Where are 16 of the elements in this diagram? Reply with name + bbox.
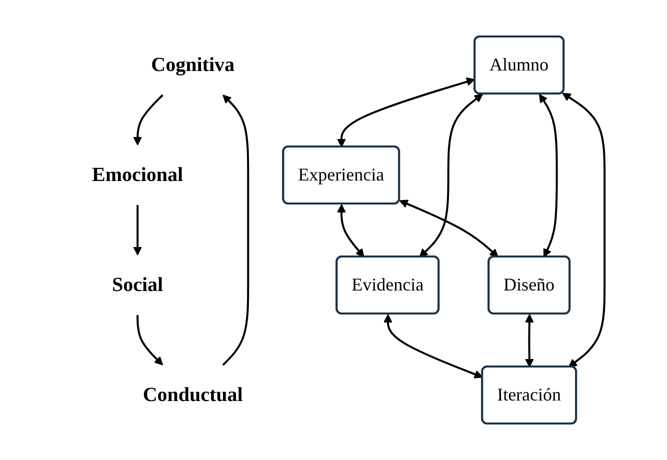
arrow: [222, 94, 250, 366]
arrow: [400, 200, 499, 258]
arrow: [539, 94, 558, 258]
node-text: Cognitiva: [151, 54, 235, 76]
arrow: [419, 94, 484, 258]
node-text: Emocional: [92, 164, 184, 186]
arrow: [136, 315, 164, 366]
arrow: [337, 77, 476, 148]
arrow: [525, 314, 534, 368]
arrow: [384, 314, 484, 378]
arrow: [133, 205, 142, 256]
node-text: Conductual: [143, 384, 244, 406]
arrow: [337, 204, 365, 258]
node-text: Social: [112, 274, 164, 296]
arrow: [133, 94, 164, 146]
arrow: [562, 92, 606, 368]
